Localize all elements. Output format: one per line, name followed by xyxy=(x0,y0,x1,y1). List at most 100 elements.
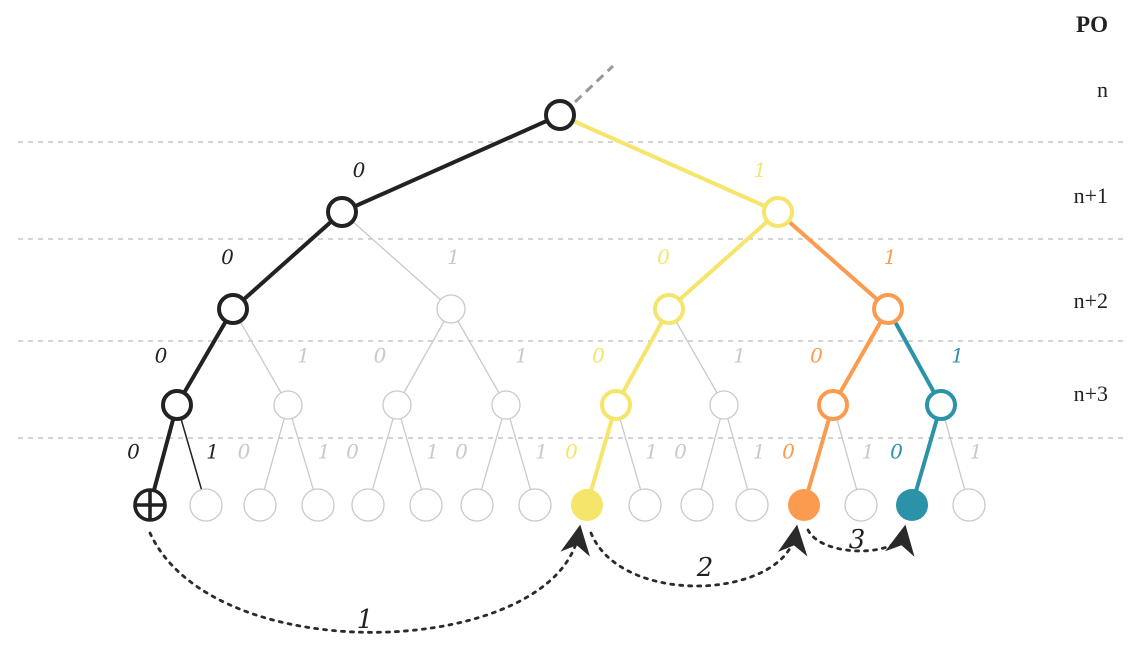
leaf-node-1010 xyxy=(680,488,714,522)
edge-0101 xyxy=(396,404,427,506)
level-label-n3: n+3 xyxy=(1074,381,1108,406)
node-111 xyxy=(925,389,957,421)
edge-1110 xyxy=(910,403,943,507)
jump-arrow-2 xyxy=(589,524,808,588)
node-001 xyxy=(273,390,303,420)
edge-000 xyxy=(175,307,235,407)
jump-arrow-1 xyxy=(148,524,590,634)
edge-01 xyxy=(341,211,452,310)
leaf-node-1001 xyxy=(628,488,662,522)
leaf-node-1101 xyxy=(844,488,878,522)
edge-label-00: 0 xyxy=(221,245,234,269)
edge-110 xyxy=(831,307,890,407)
node-110 xyxy=(817,389,849,421)
leaf-node-0111 xyxy=(518,488,552,522)
leaf-node-0000 xyxy=(133,488,167,522)
edge-0 xyxy=(340,113,562,214)
node-101 xyxy=(709,390,739,420)
edge-0000 xyxy=(148,403,179,507)
edge-label-001: 1 xyxy=(297,344,310,368)
tree-nodes xyxy=(133,99,986,522)
jump-arrow-label-3: 3 xyxy=(849,525,866,555)
edge-010 xyxy=(396,308,452,406)
edge-0111 xyxy=(505,404,536,506)
level-label-n1: n+1 xyxy=(1074,183,1108,208)
leaf-node-0011 xyxy=(301,488,335,522)
edge-label-1011: 1 xyxy=(753,440,766,464)
node-100 xyxy=(600,389,632,421)
node-11 xyxy=(872,293,904,325)
edge-100 xyxy=(614,307,671,407)
level-labels: PO n n+1 n+2 n+3 xyxy=(1074,12,1108,406)
edge-1001 xyxy=(615,404,646,506)
edge-label-110: 0 xyxy=(810,344,823,368)
edge-1100 xyxy=(802,403,835,507)
edge-1101 xyxy=(832,404,862,506)
leaf-node-1110 xyxy=(896,489,928,521)
edge-label-10: 0 xyxy=(657,245,670,269)
edge-00 xyxy=(231,210,344,311)
edge-label-111: 1 xyxy=(951,344,964,368)
gray-edges xyxy=(232,211,970,506)
edge-11 xyxy=(776,210,890,311)
jump-arrow-label-2: 2 xyxy=(696,553,714,583)
edge-1010 xyxy=(696,404,725,506)
leaf-node-1100 xyxy=(788,489,820,521)
edge-label-0: 0 xyxy=(353,158,366,182)
edge-101 xyxy=(668,308,725,406)
edge-label-1000: 0 xyxy=(565,440,578,464)
leaf-node-1011 xyxy=(735,488,769,522)
edge-111 xyxy=(886,307,943,407)
leaf-node-1000 xyxy=(571,489,603,521)
header-label: PO xyxy=(1076,12,1108,37)
edge-label-0111: 1 xyxy=(535,440,548,464)
edge-label-1101: 1 xyxy=(862,440,875,464)
edge-label-1001: 1 xyxy=(645,440,658,464)
edge-0001 xyxy=(176,404,207,506)
edge-label-000: 0 xyxy=(155,344,168,368)
edge-label-1: 1 xyxy=(754,158,767,182)
edge-1111 xyxy=(940,404,970,506)
edge-label-1100: 0 xyxy=(782,440,795,464)
edge-label-010: 0 xyxy=(374,344,387,368)
edge-1011 xyxy=(723,404,753,506)
edge-label-1110: 0 xyxy=(890,440,903,464)
leaf-node-0101 xyxy=(409,488,443,522)
node-000 xyxy=(161,389,193,421)
edge-label-0101: 1 xyxy=(426,440,439,464)
level-label-n: n xyxy=(1097,77,1108,102)
edge-1 xyxy=(558,113,780,214)
node-010 xyxy=(382,390,412,420)
edge-0011 xyxy=(287,404,319,506)
node-0 xyxy=(326,196,358,228)
edge-label-11: 1 xyxy=(884,245,897,269)
edge-label-0001: 1 xyxy=(206,440,219,464)
edge-label-0011: 1 xyxy=(318,440,331,464)
edge-label-0010: 0 xyxy=(238,440,251,464)
edge-0110 xyxy=(476,404,507,506)
leaf-node-0100 xyxy=(351,488,385,522)
leaf-node-0001 xyxy=(189,488,223,522)
root-node xyxy=(544,99,576,131)
edge-label-0000: 0 xyxy=(127,440,140,464)
node-011 xyxy=(491,390,521,420)
highlighted-edges xyxy=(148,113,943,507)
leaf-node-0010 xyxy=(243,488,277,522)
node-01 xyxy=(436,294,466,324)
node-10 xyxy=(653,293,685,325)
edge-001 xyxy=(232,308,289,406)
node-1 xyxy=(762,196,794,228)
edge-011 xyxy=(450,308,507,406)
jump-arrow-3 xyxy=(806,524,915,557)
edge-label-101: 1 xyxy=(733,344,746,368)
edge-label-1010: 0 xyxy=(674,440,687,464)
edge-label-01: 1 xyxy=(447,245,460,269)
edge-label-0100: 0 xyxy=(346,440,359,464)
edge-label-0110: 0 xyxy=(455,440,468,464)
leaf-node-1111 xyxy=(952,488,986,522)
leaf-node-0110 xyxy=(460,488,494,522)
level-label-n2: n+2 xyxy=(1074,288,1108,313)
edge-1000 xyxy=(585,403,618,507)
